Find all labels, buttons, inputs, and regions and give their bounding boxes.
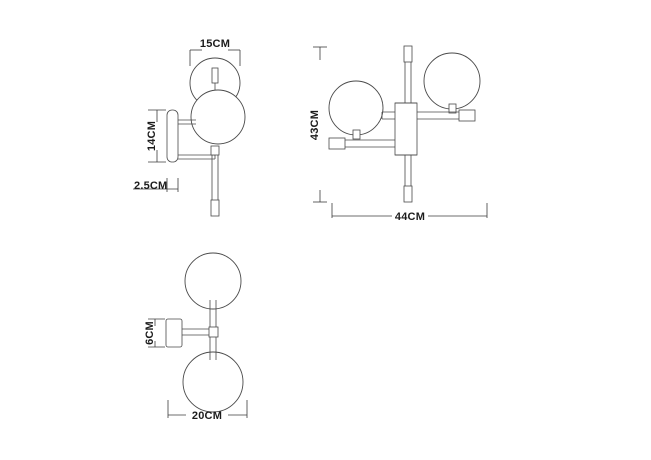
front-junction-body (394, 102, 418, 156)
front-rod-top-cap (403, 45, 413, 63)
front-right-shade (423, 52, 481, 110)
dimension-6cm (148, 318, 165, 348)
dimension-20cm (167, 400, 248, 418)
dimension-14cm (148, 109, 166, 163)
plan-wall-plate (165, 318, 183, 348)
plan-upper-shade (184, 252, 242, 310)
side-wall-plate (166, 109, 179, 163)
plan-lower-shade (182, 351, 244, 413)
dimension-label-2-5cm: 2.5CM (134, 180, 167, 192)
dimension-label-6cm: 6CM (144, 321, 156, 345)
front-left-shade (328, 80, 384, 136)
side-upper-socket (211, 67, 219, 84)
front-rod-bottom-cap (403, 185, 413, 203)
front-right-socket (448, 103, 457, 114)
plan-view-group: 6CM 20CM (144, 252, 248, 422)
dimension-15cm (189, 49, 241, 66)
dimension-label-15cm: 15CM (200, 38, 230, 50)
side-drop-rod (210, 145, 220, 217)
side-lower-shade (190, 89, 246, 145)
plan-center-hub (208, 326, 219, 338)
side-upper-arm (178, 120, 196, 124)
front-view-group: 43CM 44CM (309, 45, 488, 223)
front-upper-arm-cap (458, 109, 476, 122)
dimension-label-20cm: 20CM (192, 410, 222, 422)
dimension-label-44cm: 44CM (395, 211, 425, 223)
side-rod-collar (210, 145, 220, 156)
dimension-2-5cm (133, 178, 179, 192)
side-rod-end-cap (210, 199, 220, 217)
dimension-44cm (331, 203, 488, 218)
front-lower-arm-cap (328, 137, 346, 150)
side-view-group: 15CM 14CM 2.5CM (133, 38, 246, 217)
front-left-socket (352, 129, 361, 140)
dimension-43cm (313, 46, 327, 203)
side-lower-arm (178, 155, 215, 159)
plan-horizontal-arm (182, 329, 209, 335)
dimension-label-43cm: 43CM (309, 110, 321, 140)
dimension-label-14cm: 14CM (146, 121, 158, 151)
